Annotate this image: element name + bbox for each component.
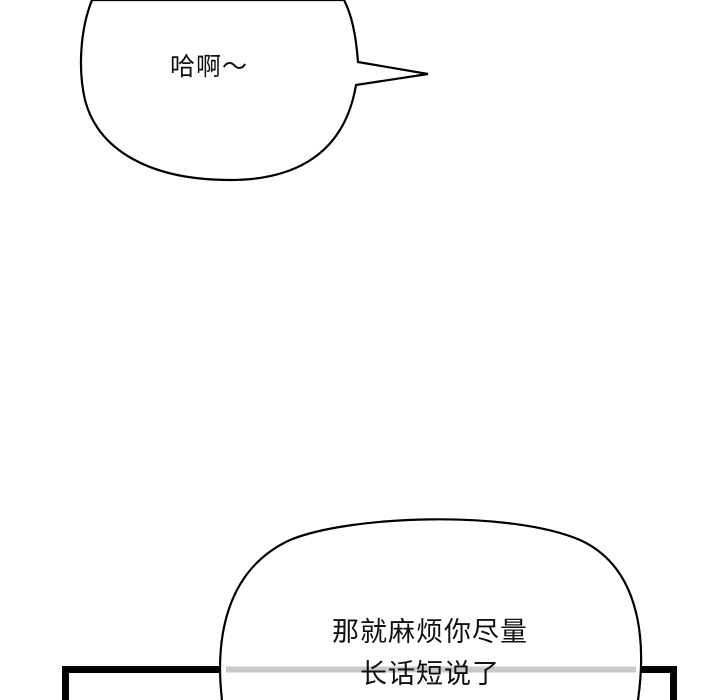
speech-text-bottom-line-2: 长话短说了: [360, 659, 500, 690]
speech-text-bottom: 那就麻烦你尽量 长话短说了: [300, 612, 560, 696]
speech-bubble-top: [79, 0, 429, 182]
speech-text-top: 哈啊～: [170, 52, 249, 81]
speech-bubble-bottom: [219, 518, 643, 700]
speech-text-bottom-line-1: 那就麻烦你尽量: [332, 617, 528, 648]
